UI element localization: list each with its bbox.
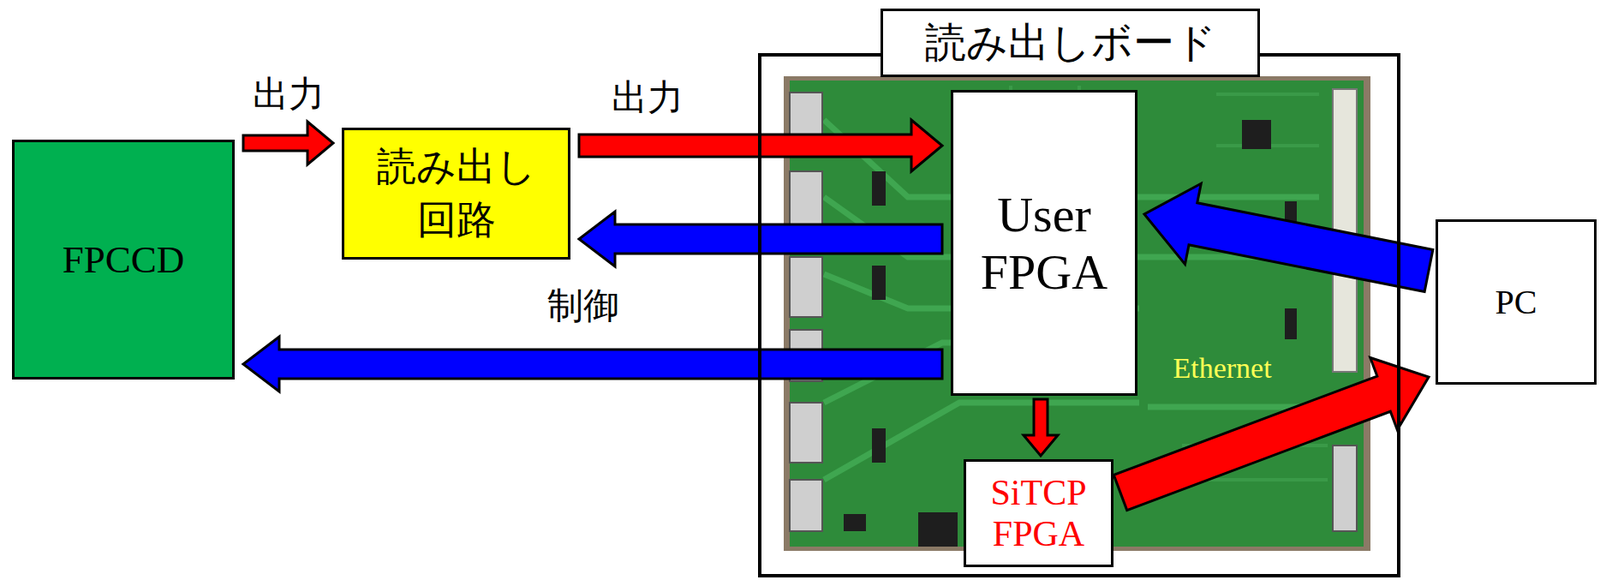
interface-label: Ethernet [1172,352,1272,385]
block-label: 読み出し 回路 [351,140,562,247]
block-arrow [1023,399,1058,456]
block-box: FPCCD [11,139,235,380]
edge-connector [789,92,823,138]
chip [871,428,886,463]
signal-label: 出力 [252,70,325,119]
block-box: User FPGA [950,89,1138,396]
edge-connector [789,402,823,463]
edge-connector [789,171,823,232]
block-label: FPCCD [62,237,186,282]
chip [1284,308,1297,340]
chip [871,265,886,300]
block-label: User FPGA [960,185,1129,301]
edge-connector [789,256,823,317]
block-box: SiTCP FPGA [963,459,1114,568]
signal-label: 出力 [611,73,684,122]
control-label: 制御 [547,281,620,330]
block-arrow [1144,183,1433,292]
block-label: SiTCP FPGA [971,471,1106,555]
edge-connector [789,479,823,532]
block-box: 読み出し 回路 [341,127,571,260]
board-frame: 読み出しボードUser FPGASiTCP FPGA [758,53,1401,578]
chip [843,513,866,532]
chip [1241,119,1272,150]
chip [871,171,886,206]
chip [918,512,958,547]
block-arrow [243,336,943,392]
block-box: PC [1435,219,1597,385]
board-heading: 読み出しボード [880,8,1260,78]
edge-connectors [789,92,823,532]
edge-connector [1332,445,1357,532]
block-arrow [243,121,334,165]
block-label: PC [1495,281,1538,323]
